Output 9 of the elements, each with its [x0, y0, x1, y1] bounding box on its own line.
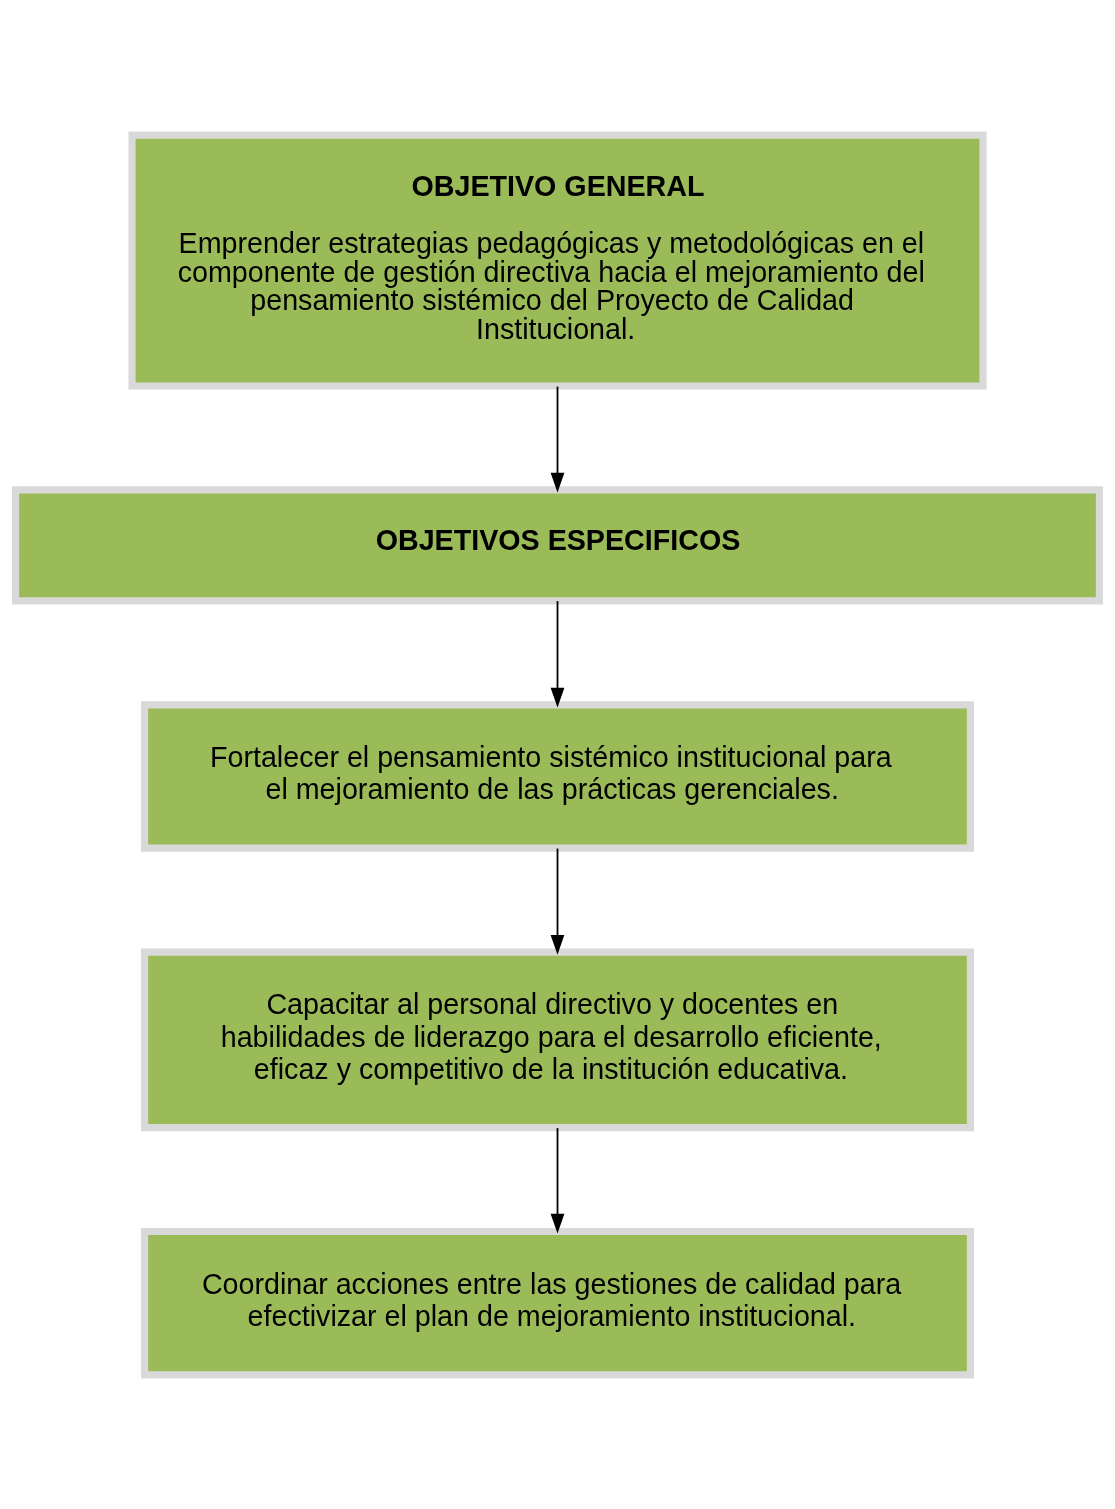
- arrow: [550, 847, 565, 955]
- node-box: Capacitar al personal directivo y docentes en habilidades de liderazgo para el desarrollo eficiente, eficaz y competitivo de la institución educativa.: [141, 947, 974, 1131]
- node-box: OBJETIVOS ESPECIFICOS: [12, 485, 1103, 605]
- arrow: [550, 599, 565, 707]
- node-box: OBJETIVO GENERAL Emprender estrategias pedagógicas y metodológicas en el componente de gestión directiva hacia el mejoramiento del pensamiento sistémico del Proyecto de Calidad Institucional.: [128, 131, 987, 390]
- arrow: [550, 1126, 565, 1234]
- node-box: Coordinar acciones entre las gestiones de calidad para efectivizar el plan de mejoramiento institucional.: [141, 1227, 974, 1378]
- node-box: Fortalecer el pensamiento sistémico institucional para el mejoramiento de las prácticas gerenciales.: [141, 700, 974, 852]
- arrow: [550, 385, 565, 492]
